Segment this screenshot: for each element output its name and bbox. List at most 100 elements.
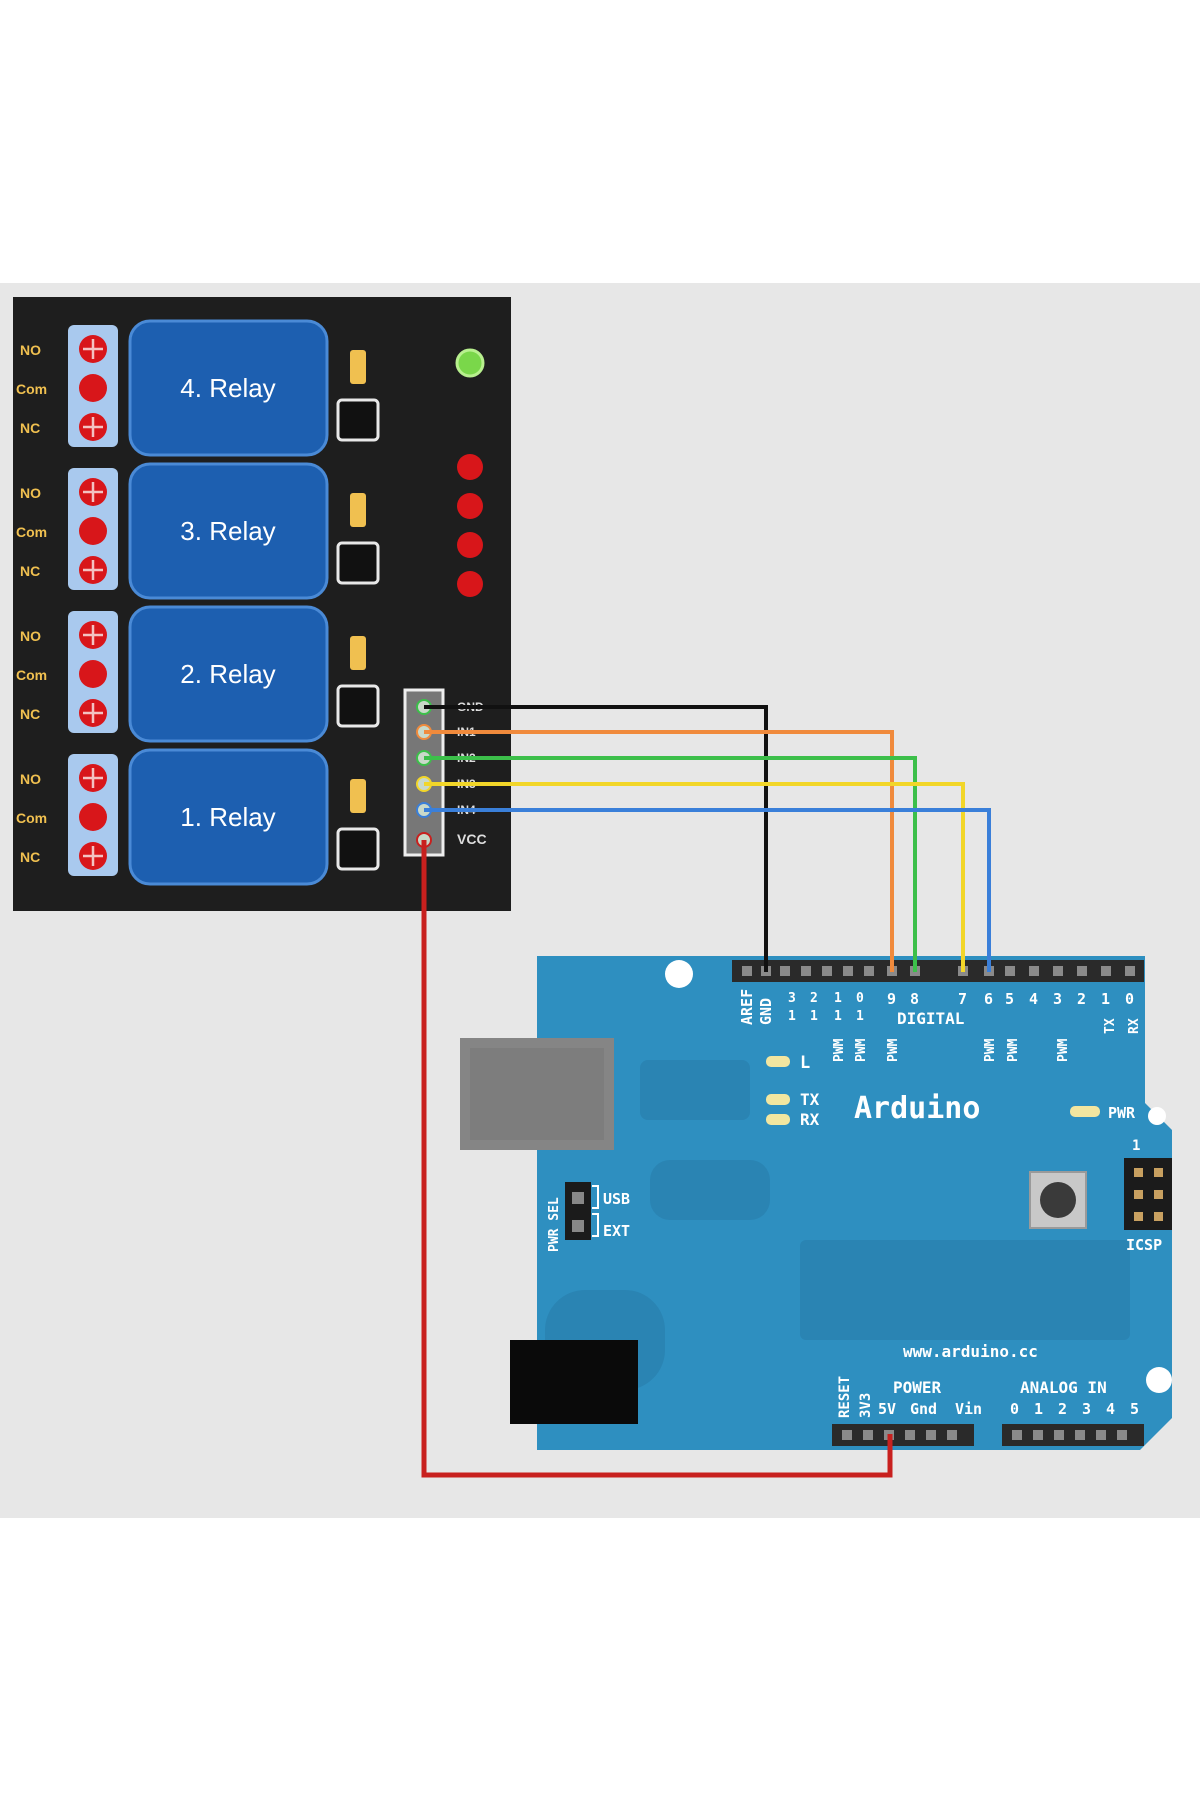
mounting-hole [1146,1367,1172,1393]
power-header [832,1424,974,1446]
terminal-label-com: Com [16,810,47,826]
status-led-red [457,571,483,597]
analog-pin-label: 3 [1082,1400,1091,1418]
icsp-pin[interactable] [1154,1212,1163,1221]
digital-header [732,960,1144,982]
header-pin[interactable] [1101,966,1111,976]
power-pin[interactable] [842,1430,852,1440]
relay-transistor [336,684,380,728]
relay-channel-4: NO Com NC 4. Relay [16,319,380,457]
icsp-pins [1134,1168,1163,1221]
status-led-red [457,454,483,480]
relay-label: 3. Relay [180,516,275,546]
screw-terminal[interactable] [79,374,107,402]
relay-diode [350,779,366,813]
pwm-label: PWM [832,1038,847,1062]
analog-pin[interactable] [1075,1430,1085,1440]
screw-slot-icon [83,339,103,359]
reset-button-cap[interactable] [1040,1182,1076,1218]
arduino-logo-text: Arduino [854,1091,980,1126]
gnd-wire[interactable] [424,705,768,972]
power-pin[interactable] [926,1430,936,1440]
header-pin[interactable] [1125,966,1135,976]
header-pin[interactable] [843,966,853,976]
digital-pin-label: 6 [984,990,993,1008]
pwr-sel-option-usb: USB [603,1190,630,1208]
screw-slot-icon [83,846,103,866]
in3-wire[interactable] [424,782,965,972]
screw-terminal[interactable] [79,517,107,545]
led-label-pwr: PWR [1108,1104,1136,1122]
led-tx [766,1094,790,1105]
pcb-trace-area [640,1060,750,1120]
screw-terminal[interactable] [79,803,107,831]
analog-pin[interactable] [1054,1430,1064,1440]
digital-pin-label: 4 [1029,990,1038,1008]
serial-pin-label: RX [1127,1018,1142,1034]
digital-label: DIGITAL [897,1009,964,1028]
in2-wire[interactable] [424,756,917,972]
relay-label: 2. Relay [180,659,275,689]
status-led-red [457,532,483,558]
header-pin[interactable] [822,966,832,976]
relay-diode [350,350,366,384]
analog-pin[interactable] [1096,1430,1106,1440]
relay-transistor [336,398,380,442]
mounting-hole [665,960,693,988]
power-jack[interactable] [510,1340,638,1424]
power-header-label: POWER [893,1378,942,1397]
jumper-bracket [592,1185,599,1237]
header-pin-label-vcc: VCC [457,831,487,847]
analog-header-label: ANALOG IN [1020,1378,1107,1397]
led-label-l: L [800,1053,810,1073]
terminal-label-no: NO [20,485,41,501]
header-pin[interactable] [780,966,790,976]
relay-block [128,605,329,743]
led-l [766,1056,790,1067]
relay-diode [350,493,366,527]
icsp-label: ICSP [1126,1236,1162,1254]
vcc-wire[interactable] [421,840,893,1478]
screw-slot-icon [83,482,103,502]
screw-terminal[interactable] [79,660,107,688]
power-pin-label-3v3: 3V3 [858,1393,874,1418]
header-pin[interactable] [1077,966,1087,976]
relay-label: 1. Relay [180,802,275,832]
header-pin[interactable] [1005,966,1015,976]
analog-pin[interactable] [1012,1430,1022,1440]
digital-pin-label: AREF [738,989,756,1025]
pwm-label: PWM [1006,1038,1021,1062]
digital-pin-label: 2 [1077,990,1086,1008]
pwm-label: PWM [854,1038,869,1062]
header-pin[interactable] [742,966,752,976]
icsp-pin[interactable] [1154,1168,1163,1177]
power-pin[interactable] [947,1430,957,1440]
power-pin[interactable] [905,1430,915,1440]
icsp-pin[interactable] [1134,1168,1143,1177]
icsp-pin[interactable] [1154,1190,1163,1199]
wires [421,705,991,1478]
header-pin[interactable] [801,966,811,976]
header-pin[interactable] [864,966,874,976]
icsp-pin[interactable] [1134,1212,1143,1221]
relay-input-header: GND IN1 IN2 IN3 IN4 VCC [403,688,487,857]
jumper-pin [572,1192,584,1204]
terminal-label-no: NO [20,342,41,358]
analog-pin[interactable] [1033,1430,1043,1440]
header-pin[interactable] [1029,966,1039,976]
header-pin[interactable] [1053,966,1063,976]
icsp-pin[interactable] [1134,1190,1143,1199]
screw-slot-icon [83,703,103,723]
icsp-header [1124,1158,1172,1230]
analog-pin[interactable] [1117,1430,1127,1440]
jumper-pin [572,1220,584,1232]
in4-wire[interactable] [424,808,991,972]
power-pin[interactable] [863,1430,873,1440]
in1-wire[interactable] [424,730,894,972]
digital-pin-label: 0 [1125,990,1134,1008]
